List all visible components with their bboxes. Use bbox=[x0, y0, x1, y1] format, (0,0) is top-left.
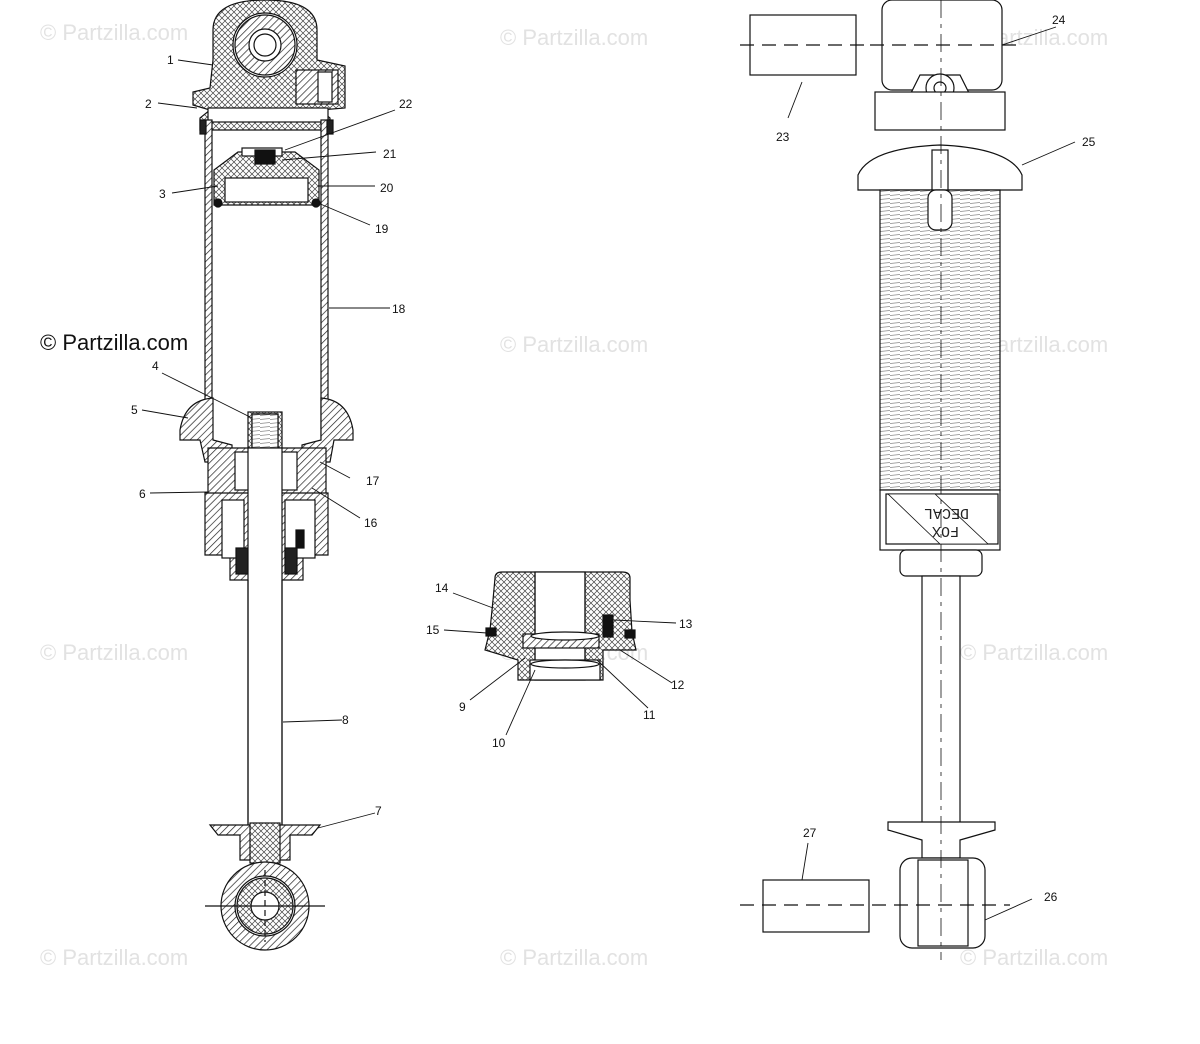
watermark: © Partzilla.com bbox=[40, 20, 188, 45]
body-tube-left-wall bbox=[204, 119, 213, 439]
watermark: © Partzilla.com bbox=[500, 945, 648, 970]
callout-22: 22 bbox=[399, 97, 413, 111]
shock-exterior bbox=[740, 0, 1023, 960]
callout-1: 1 bbox=[167, 53, 174, 67]
watermark-main: © Partzilla.com bbox=[40, 330, 188, 355]
seal-head-detail bbox=[484, 571, 637, 681]
callout-24: 24 bbox=[1052, 13, 1066, 27]
callout-6: 6 bbox=[139, 487, 146, 501]
decal-line-2: DECAL bbox=[924, 504, 969, 521]
callout-4: 4 bbox=[152, 359, 159, 373]
callout-2: 2 bbox=[145, 97, 152, 111]
callout-17: 17 bbox=[366, 474, 380, 488]
callout-8: 8 bbox=[342, 713, 349, 727]
callout-18: 18 bbox=[392, 302, 406, 316]
callout-25: 25 bbox=[1082, 135, 1096, 149]
fox-decal: FOX DECAL bbox=[924, 504, 969, 539]
callout-9: 9 bbox=[459, 700, 466, 714]
callout-3: 3 bbox=[159, 187, 166, 201]
watermark: © Partzilla.com bbox=[40, 640, 188, 665]
watermark: © Partzilla.com bbox=[500, 25, 648, 50]
callout-15: 15 bbox=[426, 623, 440, 637]
body-tube-right-wall bbox=[320, 119, 329, 439]
watermark: © Partzilla.com bbox=[960, 945, 1108, 970]
shock-cross-section bbox=[179, 0, 354, 951]
callout-27: 27 bbox=[803, 826, 817, 840]
callout-11: 11 bbox=[643, 708, 656, 722]
callout-16: 16 bbox=[364, 516, 378, 530]
callout-19: 19 bbox=[375, 222, 389, 236]
callout-10: 10 bbox=[492, 736, 506, 750]
callout-21: 21 bbox=[383, 147, 397, 161]
callout-13: 13 bbox=[679, 617, 693, 631]
lower-bushing bbox=[762, 879, 870, 933]
watermark: © Partzilla.com bbox=[40, 945, 188, 970]
callout-23: 23 bbox=[776, 130, 790, 144]
callout-12: 12 bbox=[671, 678, 685, 692]
watermark: © Partzilla.com bbox=[960, 640, 1108, 665]
callout-7: 7 bbox=[375, 804, 382, 818]
leader-lines bbox=[141, 26, 1076, 921]
bottom-cap bbox=[179, 397, 233, 463]
callout-26: 26 bbox=[1044, 890, 1058, 904]
callout-labels: 1 2 3 4 5 6 7 8 9 10 11 12 13 14 15 16 1… bbox=[131, 13, 1096, 904]
callout-14: 14 bbox=[435, 581, 449, 595]
decal-line-1: FOX bbox=[932, 522, 959, 539]
threaded-body bbox=[879, 189, 1001, 491]
reservoir-cap bbox=[874, 91, 1006, 131]
watermark: © Partzilla.com bbox=[500, 332, 648, 357]
callout-5: 5 bbox=[131, 403, 138, 417]
piston-rod bbox=[247, 447, 283, 827]
callout-20: 20 bbox=[380, 181, 394, 195]
